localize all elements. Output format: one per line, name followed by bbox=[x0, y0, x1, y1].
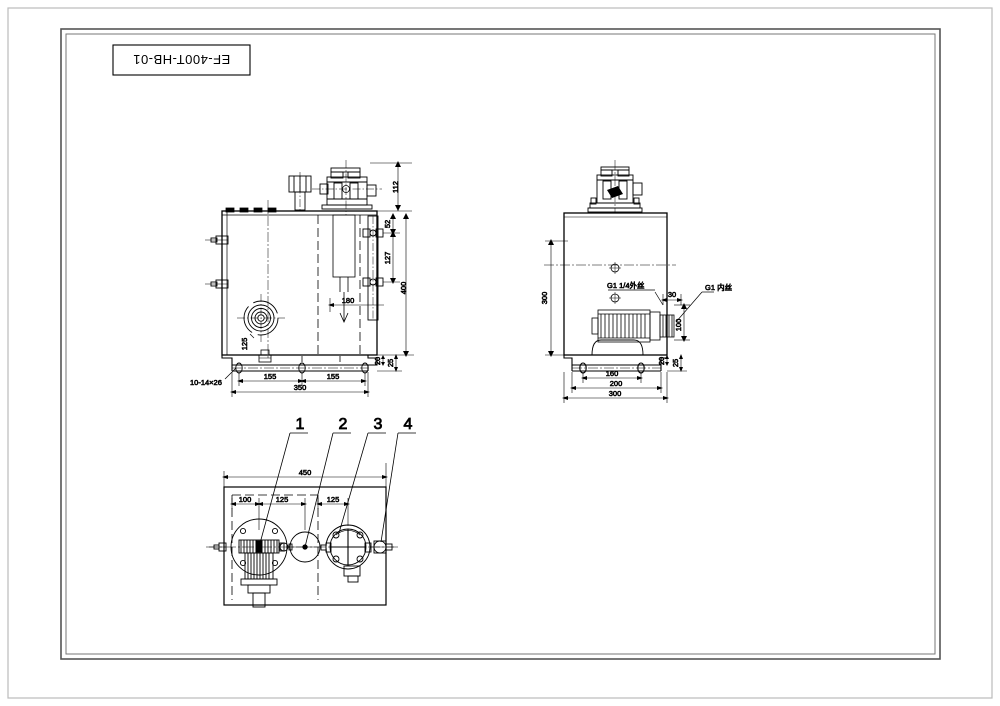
suction-tube-front bbox=[332, 214, 356, 323]
dim-side-base-height: 25 bbox=[671, 359, 680, 367]
dim-top-span-2: 125 bbox=[327, 495, 340, 504]
dim-side-foot-height: 20 bbox=[657, 357, 666, 365]
dim-side-base-width-bottom: 300 bbox=[609, 389, 622, 398]
dim-front-foot-height: 20 bbox=[373, 357, 382, 365]
dim-side-mid-bolt-span: 200 bbox=[610, 379, 623, 388]
dim-front-base-height: 25 bbox=[386, 359, 395, 367]
sheet-frame-inner bbox=[60, 28, 941, 660]
title-block: EF-400T-HB-01 bbox=[112, 44, 251, 76]
side-elevation-view bbox=[544, 160, 676, 374]
tank-face-ports-side bbox=[609, 262, 621, 304]
level-gauge-front bbox=[362, 215, 384, 321]
callout-3: 3 bbox=[338, 416, 386, 534]
dim-front-top-height: 112 bbox=[391, 181, 400, 193]
callout-1: 1 bbox=[258, 416, 308, 548]
top-view-callouts: 1 2 3 4 bbox=[258, 416, 416, 548]
callout-4: 4 bbox=[380, 416, 416, 543]
gauge-fitting-lower bbox=[362, 277, 384, 287]
label-side-inlet-thread: G1 内丝 bbox=[705, 282, 733, 292]
filler-cap-front bbox=[288, 172, 312, 211]
callout-number-3: 3 bbox=[374, 416, 383, 433]
motor-assembly-front bbox=[312, 160, 382, 215]
dim-front-bolt-span-right: 155 bbox=[327, 372, 340, 381]
dim-front-upper-small: 52 bbox=[383, 220, 392, 228]
dim-front-mid-height: 127 bbox=[383, 252, 392, 265]
dim-front-port-depth: 180 bbox=[342, 296, 355, 305]
drawing-number-text: EF-400T-HB-01 bbox=[133, 52, 231, 67]
callout-number-1: 1 bbox=[296, 416, 305, 433]
front-view-dimensions: 112 52 127 400 20 25 180 bbox=[190, 161, 414, 397]
tank-interior-dashed bbox=[317, 215, 361, 356]
dim-front-base-width: 350 bbox=[294, 383, 307, 392]
top-view-dimensions: 450 100 125 125 bbox=[222, 463, 388, 530]
dim-side-port-height: 100 bbox=[674, 319, 683, 332]
pump-fin-block-side bbox=[591, 309, 675, 356]
base-top-marks-front bbox=[301, 356, 341, 362]
callout-2: 2 bbox=[304, 416, 351, 548]
motor-assembly-side bbox=[587, 160, 643, 213]
label-side-outlet-thread: G1 1/4外丝 bbox=[607, 280, 645, 290]
callout-number-2: 2 bbox=[339, 416, 348, 433]
drain-fitting-front bbox=[258, 349, 272, 363]
tank-top-lid bbox=[225, 207, 277, 213]
dim-front-filter-dia: 125 bbox=[240, 338, 249, 351]
dim-top-overall-length: 450 bbox=[299, 468, 312, 477]
dim-top-left-offset: 100 bbox=[239, 495, 252, 504]
dim-side-port-offset: 30 bbox=[668, 290, 676, 299]
dim-top-span-1: 125 bbox=[276, 495, 289, 504]
dim-front-overall-height: 400 bbox=[399, 282, 408, 295]
tank-face-filter-front bbox=[237, 294, 285, 342]
front-elevation-view bbox=[205, 160, 384, 374]
side-view-dimensions: 300 G1 1/4外丝 G1 内丝 30 100 20 25 bbox=[540, 239, 733, 403]
left-side-fittings-front bbox=[205, 235, 229, 289]
sheet-frame-outer bbox=[7, 7, 993, 699]
callout-number-4: 4 bbox=[404, 416, 413, 433]
note-front-bolt-spec: 10-14×26 bbox=[190, 378, 222, 387]
dim-side-body-height: 300 bbox=[540, 292, 549, 305]
dim-front-bolt-span-left: 155 bbox=[264, 372, 277, 381]
dim-side-inner-bolt-span: 160 bbox=[606, 369, 619, 378]
